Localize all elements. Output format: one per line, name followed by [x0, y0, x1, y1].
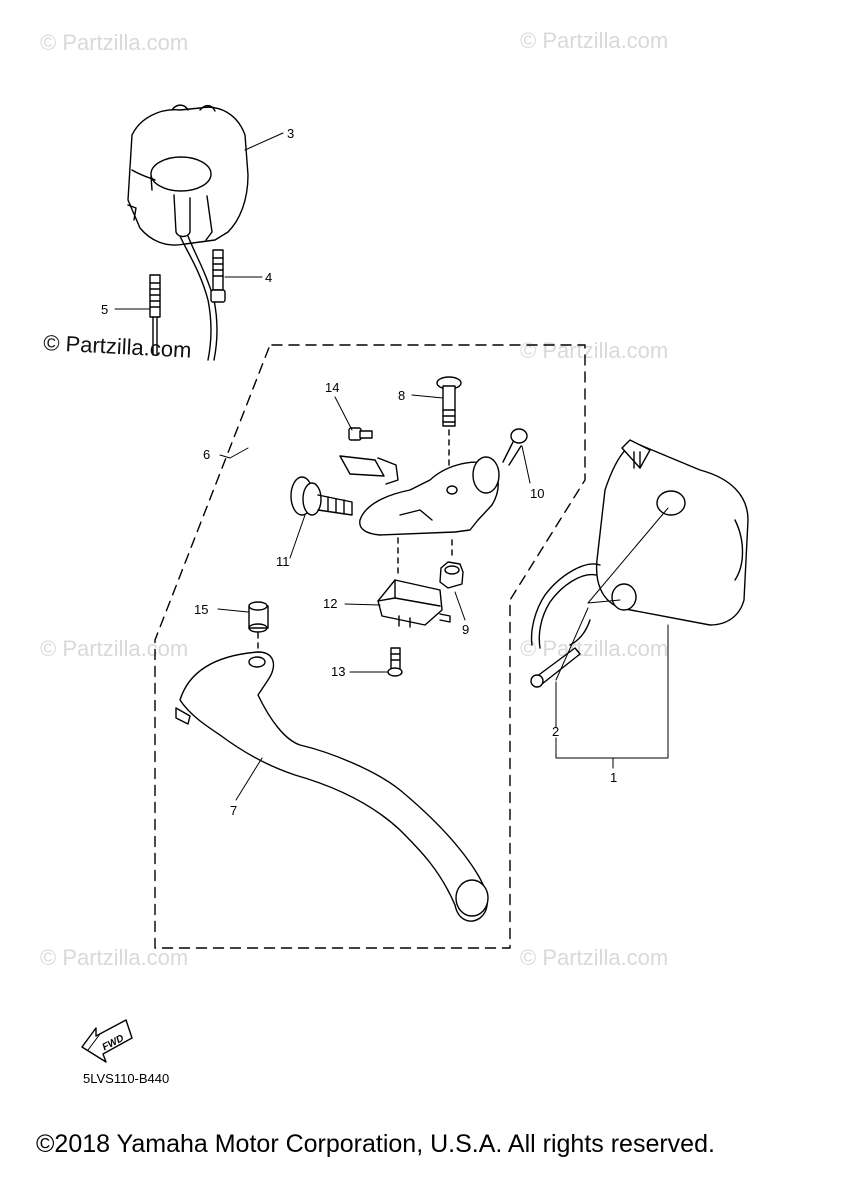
part-11-adjuster: [290, 476, 353, 516]
watermark-top-right: © Partzilla.com: [520, 28, 669, 53]
watermark-top-left: © Partzilla.com: [40, 30, 189, 55]
part-7-lever: [175, 651, 489, 922]
reference-code: 5LVS110-B440: [83, 1071, 170, 1086]
watermark-lower-right: © Partzilla.com: [520, 636, 669, 661]
callout-14: 14: [325, 380, 339, 395]
lever-holder: [339, 455, 500, 576]
fwd-arrow-icon: FWD: [81, 1019, 133, 1063]
callout-13: 13: [331, 664, 345, 679]
callout-6: 6: [203, 447, 210, 462]
callout-15: 15: [194, 602, 208, 617]
part-3-switch-housing: [127, 104, 249, 361]
copyright-notice: ©2018 Yamaha Motor Corporation, U.S.A. A…: [36, 1130, 715, 1158]
leader-lines: [114, 132, 669, 801]
callout-8: 8: [398, 388, 405, 403]
part-13-screw: [387, 647, 403, 677]
callout-5: 5: [101, 302, 108, 317]
part-14-bolt: [348, 427, 373, 441]
callout-3: 3: [287, 126, 294, 141]
part-9-nut: [439, 561, 464, 589]
watermark-bottom-right: © Partzilla.com: [520, 945, 669, 970]
part-8-pivot-bolt: [436, 376, 462, 471]
callout-4: 4: [265, 270, 272, 285]
part-4-screw: [210, 249, 226, 303]
watermark-lower-left: © Partzilla.com: [40, 636, 189, 661]
callout-1: 1: [610, 770, 617, 785]
part-15-collar: [248, 601, 269, 651]
callout-11: 11: [276, 554, 290, 569]
callout-10: 10: [530, 486, 544, 501]
part-1-switch-housing: [530, 439, 749, 649]
part-10-bolt: [502, 428, 528, 466]
callout-7: 7: [230, 803, 237, 818]
part-6-assembly-outline: [154, 344, 586, 949]
watermark-bottom-left: © Partzilla.com: [40, 945, 189, 970]
callout-2: 2: [552, 724, 559, 739]
part-12-clutch-switch: [377, 579, 451, 628]
callout-labels: 1 2 3 4 5 6 7 8 9 10 11 12 13 14 15: [101, 126, 617, 818]
callout-12: 12: [323, 596, 337, 611]
watermark-mid-right: © Partzilla.com: [520, 338, 669, 363]
callout-9: 9: [462, 622, 469, 637]
part-2-screw: [530, 647, 581, 688]
part-5-screw: [149, 274, 161, 356]
